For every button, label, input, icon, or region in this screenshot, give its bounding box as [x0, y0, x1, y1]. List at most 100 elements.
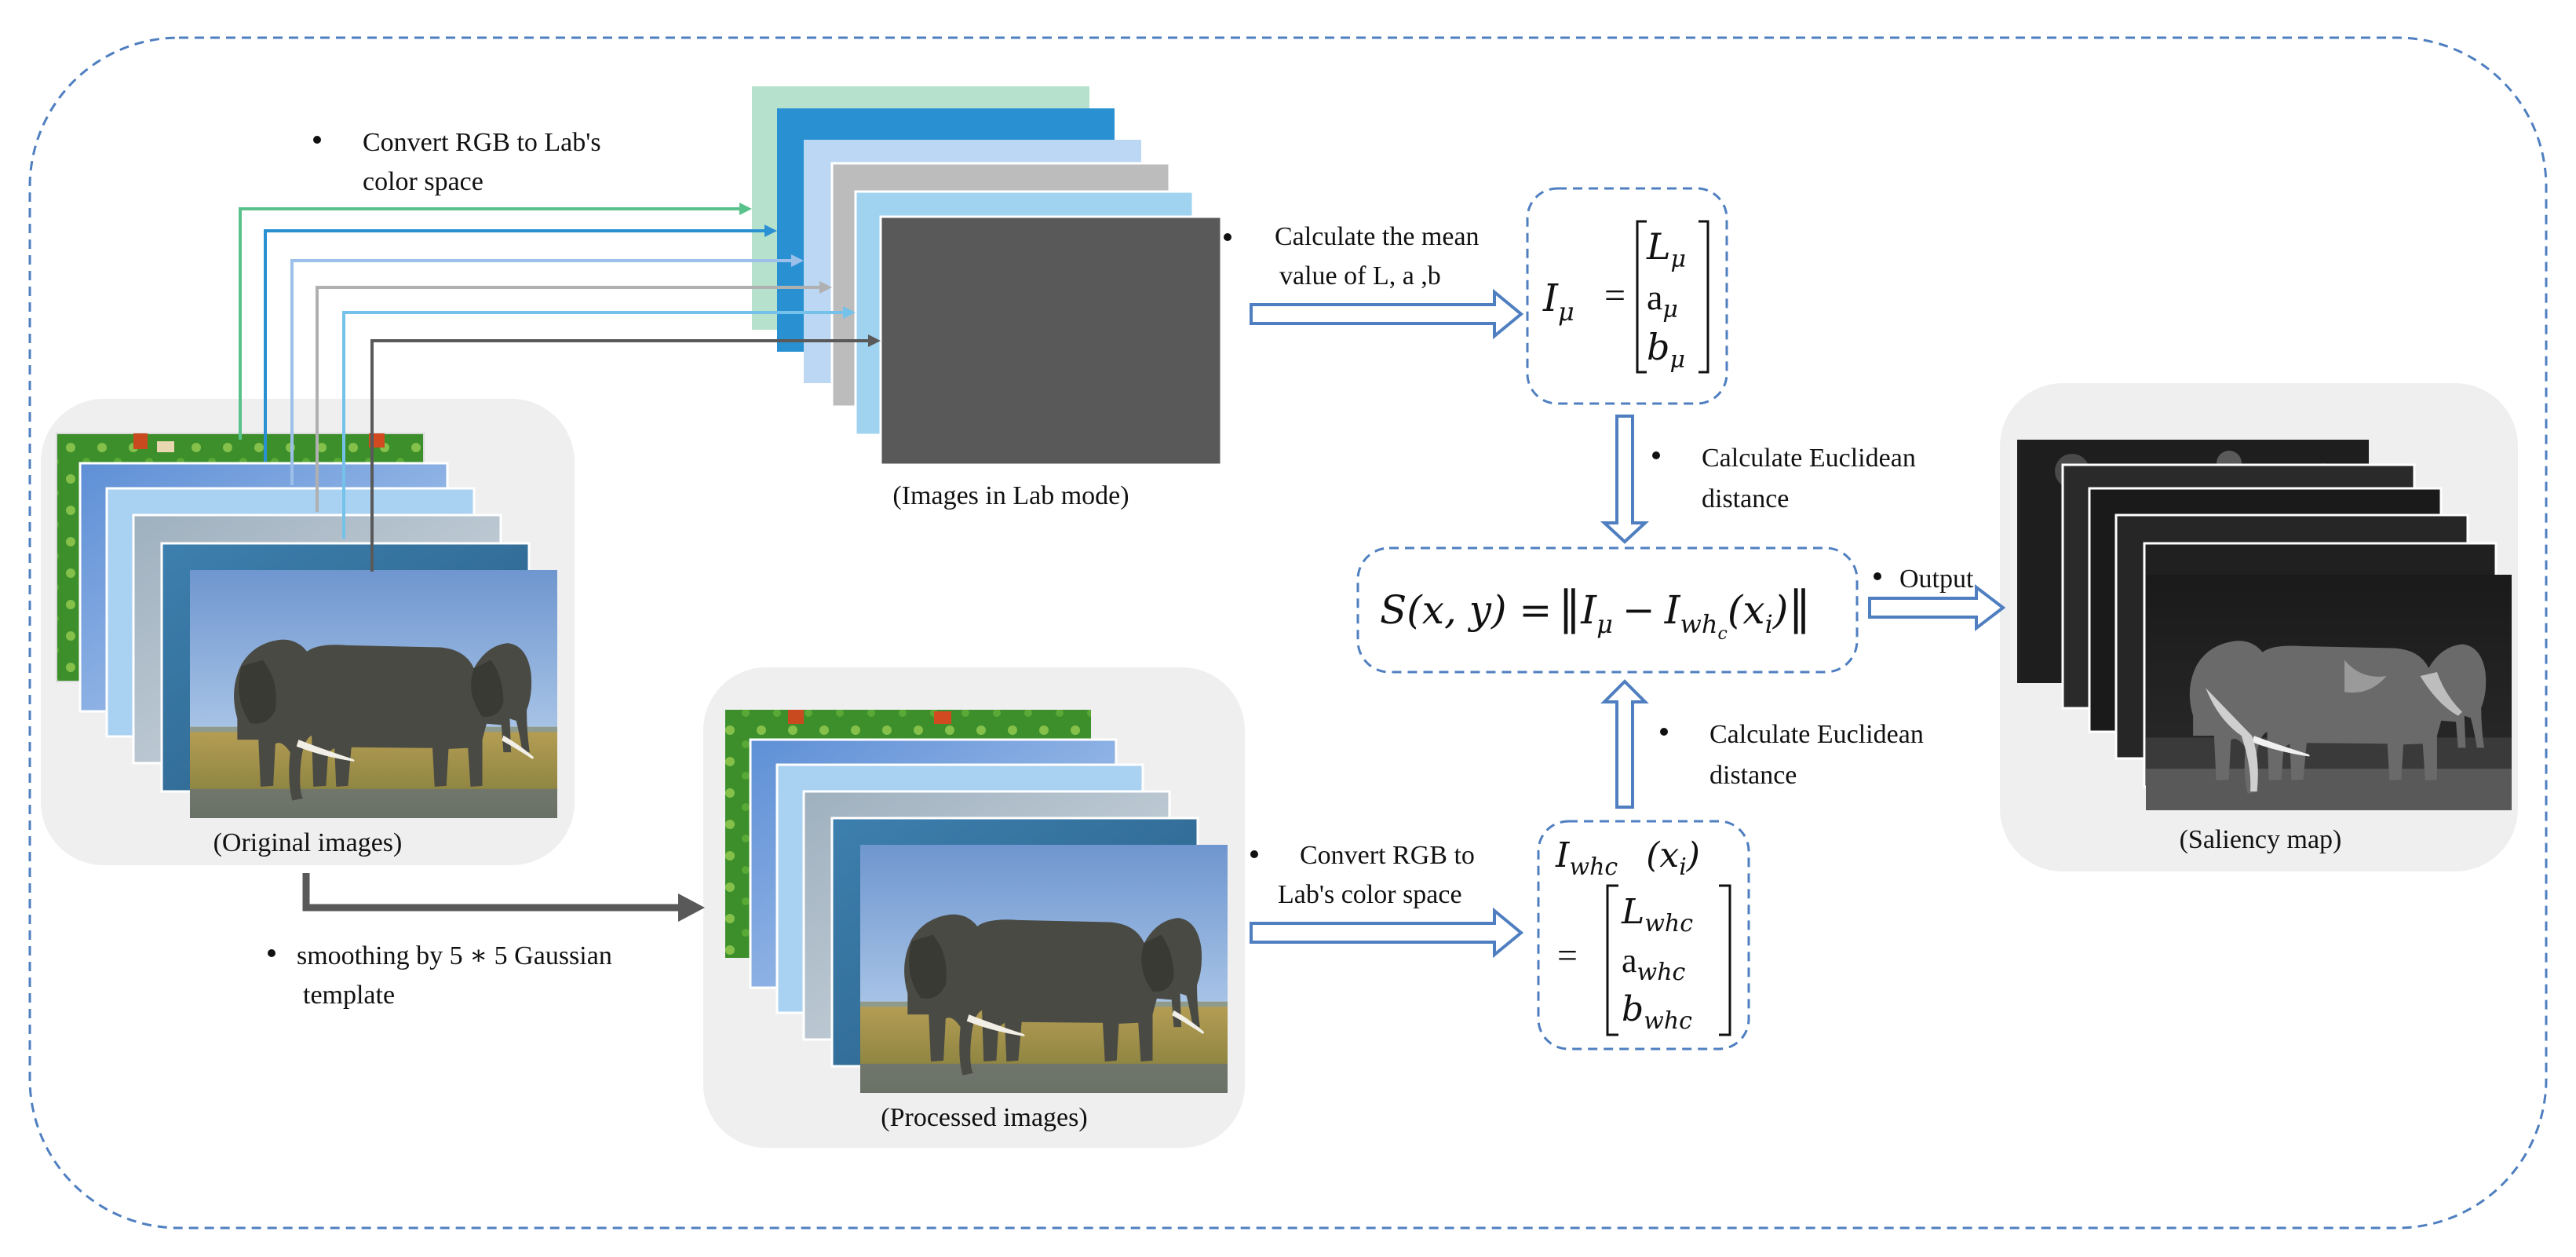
mean-row1-sub: μ [1671, 246, 1687, 273]
saliency-elephant-map [2146, 575, 2512, 810]
saliency-map-caption: (Saliency map) [2180, 825, 2342, 854]
smoothing-line2: template [303, 981, 395, 1010]
bullet-dot-icon [1660, 728, 1668, 736]
saliency-lhs: S(x, y) = [1380, 587, 1552, 633]
hollow-arrow-icon [1600, 679, 1649, 809]
svg-text:bμ: bμ [1647, 326, 1685, 374]
svg-text:Lμ: Lμ [1646, 225, 1686, 273]
solid-arrow-icon [302, 873, 680, 912]
whc-row3-sub: whc [1644, 1007, 1692, 1035]
saliency-I2-sub: wh [1680, 609, 1718, 639]
arrowhead-2 [764, 225, 777, 237]
bullet-dot-icon [1224, 233, 1231, 241]
whc-lhs-symbol: I [1555, 835, 1571, 875]
connector-arrowheads [739, 203, 881, 347]
mean-row3-sym: b [1647, 326, 1669, 368]
mean-row2-sym: a [1647, 277, 1662, 317]
arrowhead-4 [819, 281, 832, 294]
original-elephant-photo [190, 570, 557, 818]
mean-equals: = [1604, 275, 1626, 316]
saliency-I1: I [1580, 587, 1597, 633]
connector-5 [342, 311, 849, 539]
mean-row2-sub: μ [1662, 296, 1678, 323]
step-output: Output [1874, 565, 1974, 594]
whc-row2-sym: a [1622, 941, 1637, 980]
bullet-dot-icon [1250, 850, 1258, 858]
arrowhead-3 [791, 254, 804, 267]
convert-to-lab-line2: color space [363, 167, 483, 196]
euclidean-top-line2: distance [1702, 484, 1789, 513]
smoothing-line1: smoothing by 5 ∗ 5 Gaussian [297, 941, 612, 970]
euclidean-bottom-line1: Calculate Euclidean [1709, 720, 1924, 749]
mean-row3-sub: μ [1669, 346, 1685, 374]
formula-mean: Iμ = Lμ aμ bμ [1526, 187, 1728, 405]
mean-right-bracket [1698, 220, 1709, 374]
euclidean-bottom-line2: distance [1709, 761, 1797, 790]
step-convert-to-lab: Convert RGB to Lab's color space [313, 128, 601, 196]
saliency-minus: − [1622, 587, 1655, 633]
svg-text:bwhc: bwhc [1622, 989, 1692, 1035]
svg-text:awhc: awhc [1622, 941, 1686, 986]
saliency-arg-open: (x [1728, 587, 1765, 633]
mean-value-line1: Calculate the mean [1275, 222, 1480, 251]
mean-lhs-sub: μ [1558, 297, 1574, 327]
hollow-arrow-icon [1868, 583, 2006, 632]
whc-arg-sub: i [1679, 853, 1687, 881]
saliency-bar-close: ‖ [1788, 581, 1811, 634]
svg-text:Lwhc: Lwhc [1621, 892, 1693, 937]
arrowhead-5 [843, 306, 856, 319]
arrowhead-6 [868, 334, 881, 347]
mean-value-line2: value of L, a ,b [1279, 261, 1441, 290]
connector-1 [239, 207, 746, 440]
svg-text:Iμ: Iμ [1542, 276, 1574, 327]
saliency-I1-sub: μ [1596, 609, 1613, 639]
connector-3 [290, 259, 797, 485]
step-euclidean-top: Calculate Euclidean distance [1652, 444, 1916, 513]
bullet-dot-icon [313, 136, 321, 144]
saliency-arg-sub: i [1765, 609, 1773, 639]
lab-images-caption: (Images in Lab mode) [892, 481, 1129, 510]
mean-left-bracket [1636, 220, 1647, 374]
whc-row3-sym: b [1622, 989, 1644, 1029]
hollow-arrows [1250, 288, 2006, 959]
convert-to-lab-line1: Convert RGB to Lab's [363, 128, 601, 157]
step-euclidean-bottom: Calculate Euclidean distance [1660, 720, 1924, 790]
whc-left-bracket [1606, 884, 1618, 1036]
saliency-I2-subsub: c [1718, 624, 1728, 644]
whc-arg-close: ) [1686, 835, 1700, 875]
saliency-expression: S(x, y) =‖Iμ−Iwhc(xi)‖ [1380, 581, 1811, 644]
formula-whc-box [1537, 820, 1750, 1051]
saliency-bar-open: ‖ [1558, 581, 1581, 634]
formula-mean-box [1526, 187, 1728, 405]
whc-row1-sub: whc [1644, 910, 1693, 937]
formula-whc: Iwhc(xi) = Lwhc awhc bwhc [1537, 820, 1750, 1051]
bullet-dot-icon [1652, 451, 1660, 459]
processed-images-group: (Processed images) [703, 667, 1245, 1148]
convert-processed-line1: Convert RGB to [1300, 841, 1475, 870]
lab-layer-6 [879, 215, 1223, 466]
hollow-arrow-icon [1600, 415, 1650, 544]
processed-images-stack [725, 710, 1228, 1093]
processed-elephant-photo [860, 845, 1228, 1093]
whc-row2-sub: whc [1637, 959, 1686, 986]
whc-right-bracket [1719, 884, 1731, 1036]
rgb-to-lab-connectors [239, 207, 874, 572]
solid-arrow-head [678, 893, 705, 922]
processed-images-caption: (Processed images) [881, 1103, 1087, 1132]
formula-saliency: S(x, y) =‖Iμ−Iwhc(xi)‖ [1356, 546, 1859, 674]
hollow-arrow-icon [1250, 907, 1524, 959]
mean-lhs-symbol: I [1542, 276, 1559, 320]
lab-images-group: (Images in Lab mode) [752, 86, 1223, 510]
saliency-map-stack [2017, 440, 2512, 810]
connector-6 [370, 339, 874, 572]
original-images-caption: (Original images) [213, 828, 403, 857]
hollow-arrow-icon [1250, 288, 1524, 340]
whc-row1-sym: L [1621, 892, 1644, 932]
step-convert-processed: Convert RGB to Lab's color space [1250, 841, 1475, 909]
connector-2 [264, 229, 771, 462]
step-smoothing: smoothing by 5 ∗ 5 Gaussian template [268, 941, 612, 1010]
saliency-I2: I [1664, 587, 1681, 633]
original-images-group: (Original images) [41, 399, 575, 865]
